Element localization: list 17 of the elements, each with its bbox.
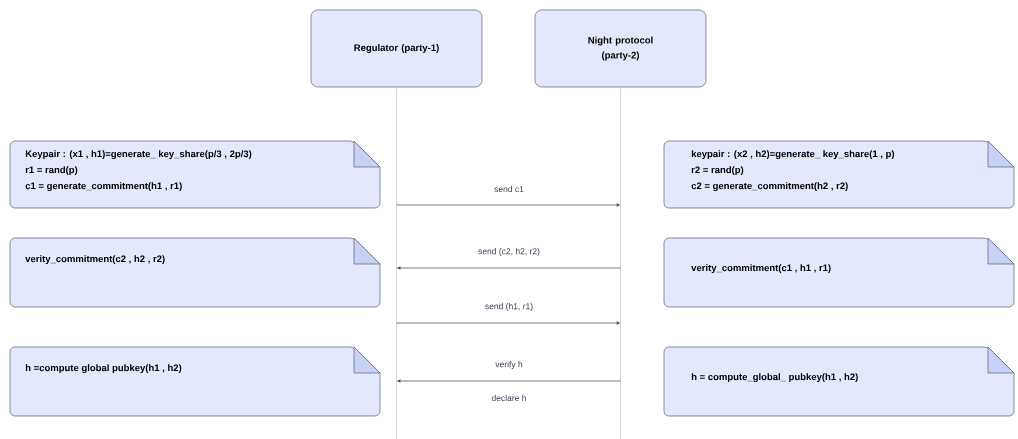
note-box: Keypair : (x1 , h1)=generate_ key_share(p/3 , 2p/3) r1 = rand(p) c1 = generate_commitment(h1 , r1) <box>9 140 381 209</box>
message-label: declare h <box>491 394 526 402</box>
message-label: send (c2, h2, r2) <box>477 247 541 257</box>
message-label: send c1 <box>493 184 525 194</box>
note-box: keypair : (x2 , h2)=generate_ key_share(1 , p) r2 = rand(p) c2 = generate_commitment(h2 , r2) <box>663 140 1015 209</box>
message-label: verify h <box>494 360 524 370</box>
note-box: verity_commitment(c1 , h1 , r1) <box>663 237 1015 308</box>
message-arrow <box>397 379 621 383</box>
message-arrow <box>396 203 620 207</box>
message-label: send (h1, r1) <box>483 302 535 312</box>
note-box: verity_commitment(c2 , h2 , r2) <box>9 237 381 308</box>
message-arrow <box>397 266 621 270</box>
participant-box: Night protocol (party-2) <box>534 9 707 88</box>
note-box: h = compute_global_ pubkey(h1 , h2) <box>663 346 1015 417</box>
note-box: h =compute global pubkey(h1 , h2) <box>9 346 381 417</box>
message-arrow <box>396 321 620 325</box>
participant-box: Regulator (party-1) <box>310 9 483 88</box>
